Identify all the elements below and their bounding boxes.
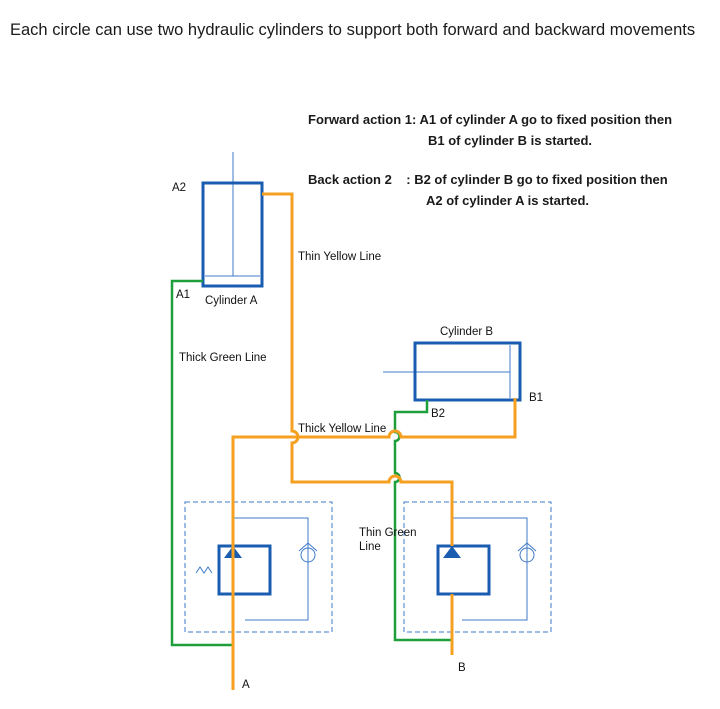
back-action-line2: A2 of cylinder A is started. (426, 193, 590, 208)
label-cylinder-b: Cylinder B (440, 326, 493, 338)
thin-yellow-line (262, 192, 454, 546)
valve-a-assembly (184, 501, 333, 633)
cylinder-a-body (201, 181, 264, 288)
valve-a-dashed-boundary (184, 501, 333, 633)
valve-b-dashed-boundary (403, 501, 552, 633)
cylinder-a (201, 152, 264, 288)
label-b1: B1 (529, 392, 543, 404)
cylinder-b-body (413, 341, 522, 402)
label-a1: A1 (176, 289, 190, 301)
forward-action-line2: B1 of cylinder B is started. (428, 133, 592, 148)
label-port-b: B (458, 662, 466, 674)
cylinder-b (383, 341, 522, 402)
valve-a-body (217, 544, 272, 596)
valve-a-thin-loop (233, 517, 309, 621)
page-title: Each circle can use two hydraulic cylind… (10, 21, 696, 39)
label-thin-green-line-2: Line (359, 541, 381, 553)
supply-line-a (231, 435, 295, 690)
label-port-a: A (242, 679, 250, 691)
valve-b-flow-arrow (443, 546, 461, 558)
valve-b-assembly (403, 501, 552, 633)
forward-action-line1: Forward action 1: A1 of cylinder A go to… (308, 112, 673, 127)
thick-yellow-line (295, 398, 517, 439)
valve-b-pilot-cap (517, 542, 537, 552)
label-thin-yellow-line: Thin Yellow Line (298, 251, 381, 263)
label-thick-yellow-line: Thick Yellow Line (298, 423, 386, 435)
label-thick-green-line: Thick Green Line (179, 352, 267, 364)
label-b2: B2 (431, 408, 445, 420)
valve-b-thin-loop (452, 517, 528, 621)
valve-a-pilot-cap (298, 542, 318, 552)
valve-b-pilot-icon (519, 547, 535, 563)
valve-a-pilot-icon (300, 547, 316, 563)
back-action-line1: Back action 2 : B2 of cylinder B go to f… (308, 172, 668, 187)
valve-b-body (436, 544, 491, 596)
label-a2: A2 (172, 182, 186, 194)
label-cylinder-a: Cylinder A (205, 295, 258, 307)
thick-green-line (170, 279, 233, 647)
valve-a-spring-icon (195, 566, 213, 574)
label-thin-green-line-1: Thin Green (359, 527, 417, 539)
